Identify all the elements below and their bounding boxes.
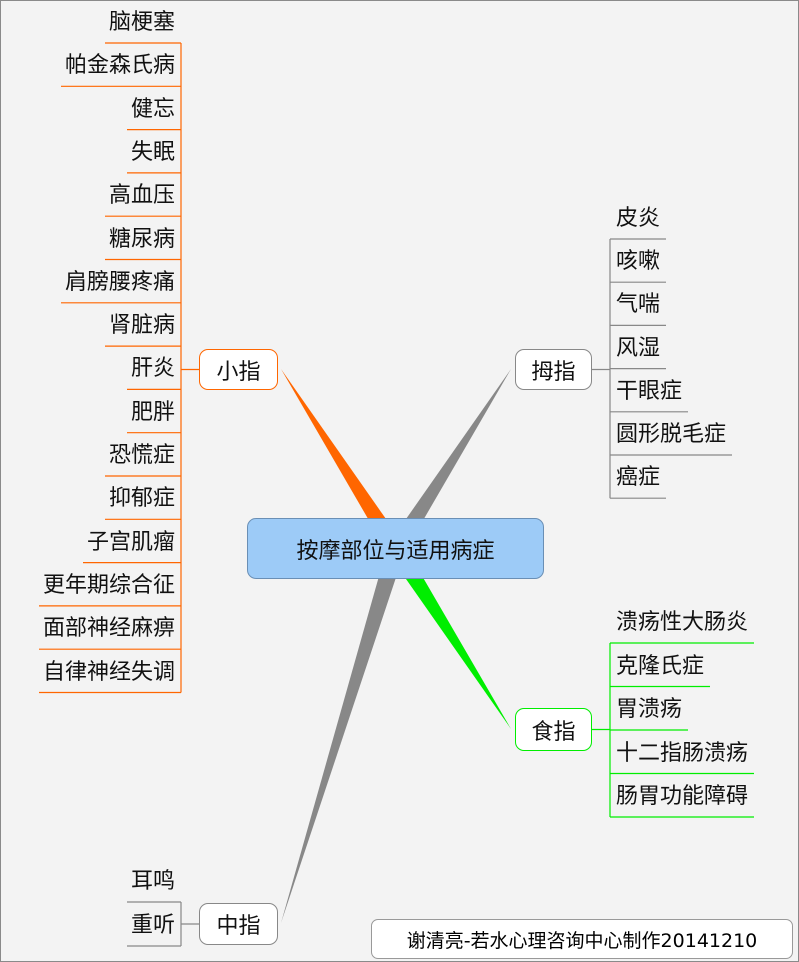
symptom-item[interactable]: 面部神经麻痹	[42, 616, 175, 642]
thumb-branch-wedge	[388, 369, 511, 554]
symptom-item[interactable]: 肠胃功能障碍	[616, 784, 749, 809]
symptom-item[interactable]: 克隆氏症	[616, 653, 705, 679]
symptom-item[interactable]: 高血压	[108, 183, 175, 209]
symptom-item[interactable]: 肩膀腰疼痛	[64, 269, 175, 295]
symptom-item[interactable]: 肥胖	[130, 399, 175, 425]
symptom-item[interactable]: 肝炎	[130, 356, 175, 382]
symptom-item[interactable]: 干眼症	[616, 378, 683, 404]
thumb-finger-node[interactable]: 拇指	[515, 349, 592, 390]
middle-branch-wedge	[281, 546, 405, 923]
symptom-item[interactable]: 圆形脱毛症	[616, 422, 727, 447]
little-finger-node[interactable]: 小指	[199, 349, 278, 390]
symptom-item[interactable]: 重听	[130, 913, 175, 938]
symptom-item[interactable]: 皮炎	[616, 206, 661, 231]
symptom-item[interactable]: 脑梗塞	[108, 10, 175, 35]
symptom-item[interactable]: 咳嗽	[616, 249, 661, 275]
symptom-item[interactable]: 恐慌症	[108, 443, 175, 468]
symptom-item[interactable]: 胃溃疡	[616, 697, 683, 722]
symptom-item[interactable]: 气喘	[616, 292, 661, 318]
symptom-item[interactable]: 癌症	[616, 465, 661, 491]
index-finger-node[interactable]: 食指	[515, 708, 592, 751]
central-topic[interactable]: 按摩部位与适用病症	[247, 518, 544, 579]
symptom-item[interactable]: 抑郁症	[108, 486, 175, 512]
symptom-item[interactable]: 更年期综合征	[42, 572, 175, 598]
symptom-item[interactable]: 溃疡性大肠炎	[616, 610, 749, 635]
index-branch-wedge	[388, 544, 511, 729]
symptom-item[interactable]: 帕金森氏病	[64, 53, 175, 79]
footer-credit: 谢清亮-若水心理咨询中心制作20141210	[371, 919, 793, 959]
symptom-item[interactable]: 肾脏病	[108, 313, 175, 339]
symptom-item[interactable]: 十二指肠溃疡	[616, 740, 749, 766]
little-branch-wedge	[281, 369, 404, 554]
symptom-item[interactable]: 风湿	[616, 335, 661, 361]
symptom-item[interactable]: 糖尿病	[108, 226, 175, 252]
symptom-item[interactable]: 自律神经失调	[42, 659, 175, 685]
symptom-item[interactable]: 失眠	[130, 139, 175, 165]
middle-finger-node[interactable]: 中指	[199, 903, 278, 945]
symptom-item[interactable]: 子宫肌瘤	[86, 529, 175, 555]
symptom-item[interactable]: 耳鸣	[130, 869, 175, 894]
symptom-item[interactable]: 健忘	[130, 96, 175, 122]
